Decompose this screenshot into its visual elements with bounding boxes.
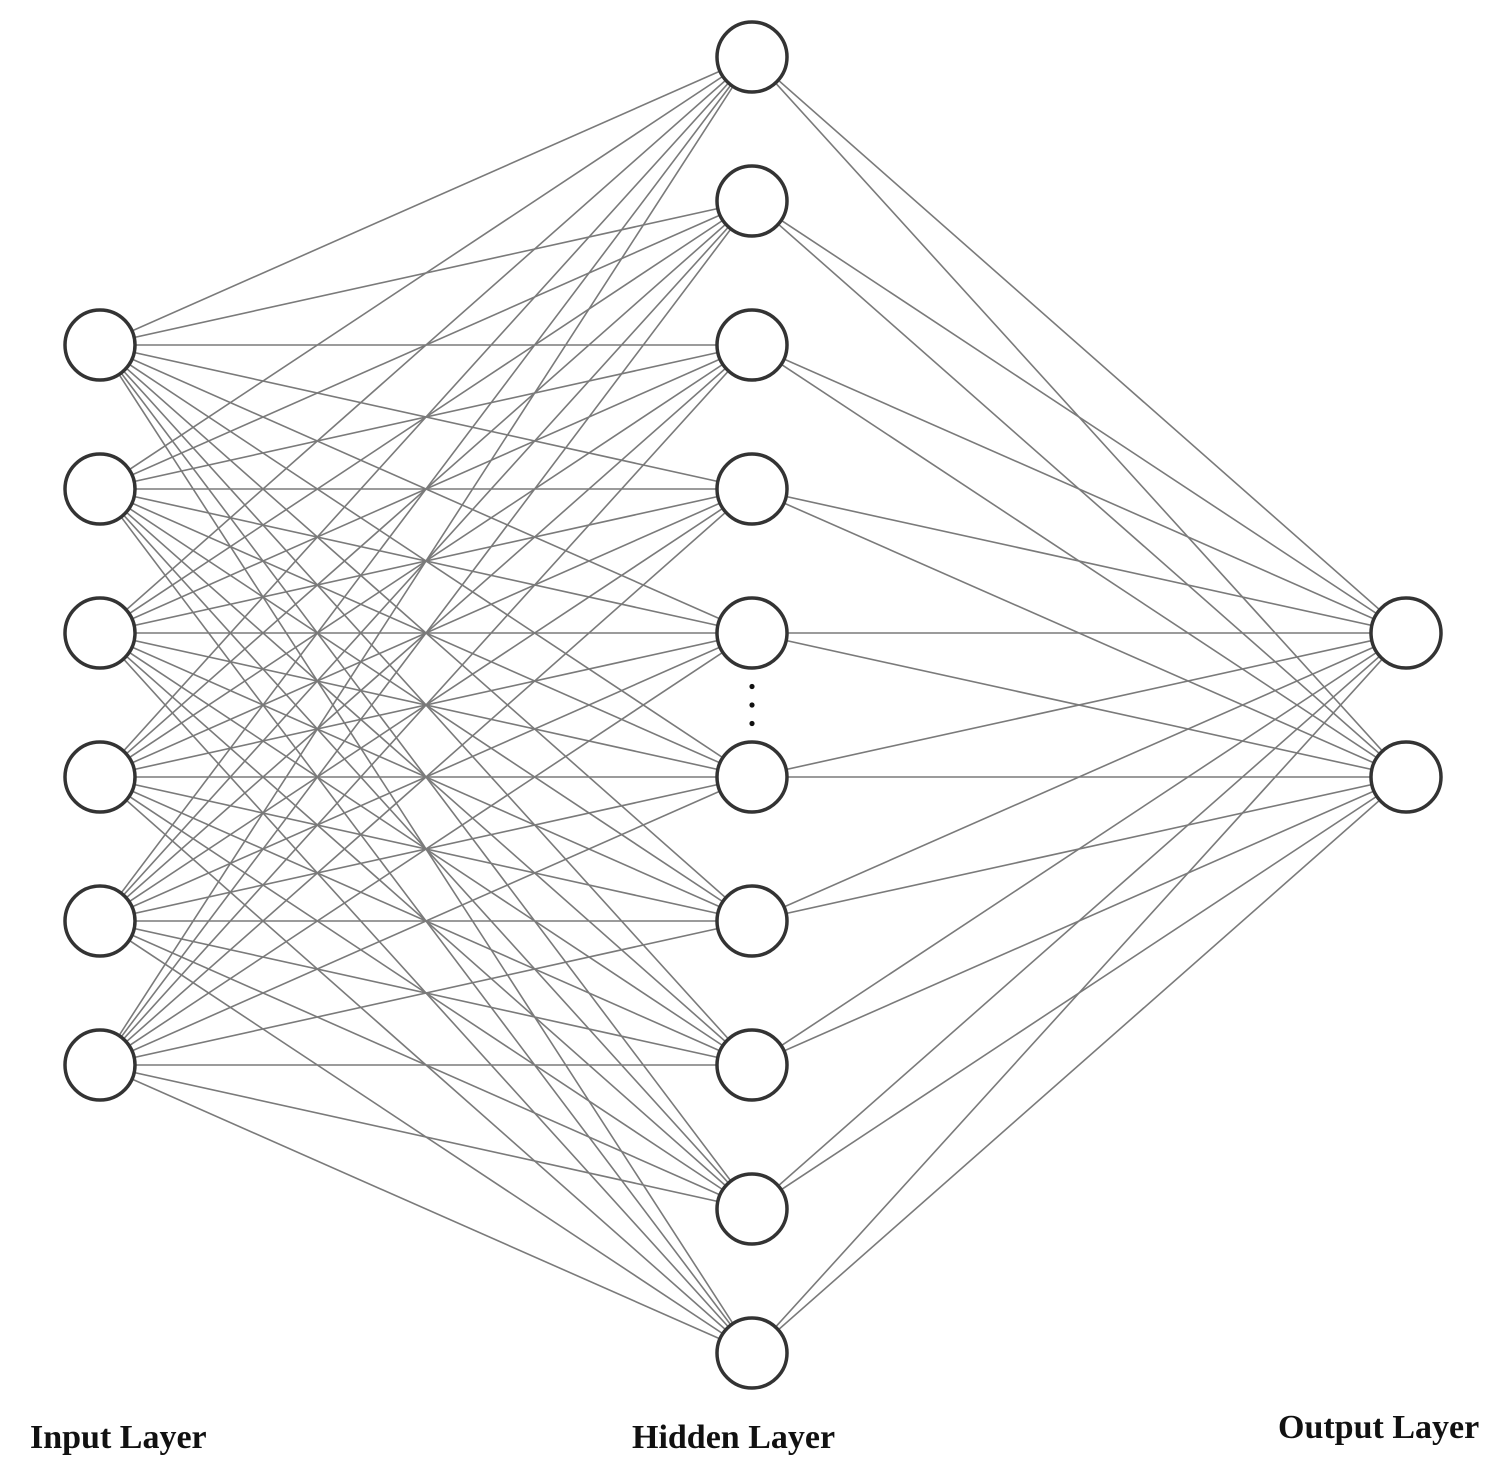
edge-input-6-hidden-3 bbox=[99, 344, 753, 1066]
connections bbox=[99, 56, 1407, 1354]
edge-input-6-hidden-7 bbox=[99, 920, 753, 1066]
hidden-neuron-8 bbox=[715, 1028, 789, 1102]
edge-hidden-9-output-1 bbox=[751, 632, 1407, 1210]
edge-hidden-4-output-1 bbox=[751, 488, 1407, 634]
input-neuron-6 bbox=[63, 1028, 137, 1102]
hidden-layer-ellipsis bbox=[749, 683, 755, 727]
hidden-neuron-6 bbox=[715, 740, 789, 814]
edge-input-6-hidden-4 bbox=[99, 488, 753, 1066]
edge-hidden-8-output-1 bbox=[751, 632, 1407, 1066]
edge-input-6-hidden-10 bbox=[99, 1064, 753, 1354]
edge-hidden-1-output-1 bbox=[751, 56, 1407, 634]
edge-hidden-3-output-1 bbox=[751, 344, 1407, 634]
hidden-layer-label: Hidden Layer bbox=[632, 1419, 835, 1456]
edge-input-2-hidden-1 bbox=[99, 56, 753, 490]
edge-input-6-hidden-2 bbox=[99, 200, 753, 1066]
edge-input-6-hidden-5 bbox=[99, 632, 753, 1066]
hidden-neuron-10 bbox=[715, 1316, 789, 1390]
input-neuron-3 bbox=[63, 596, 137, 670]
edge-input-3-hidden-1 bbox=[99, 56, 753, 634]
input-neuron-5 bbox=[63, 884, 137, 958]
edge-hidden-7-output-1 bbox=[751, 632, 1407, 922]
input-layer-label: Input Layer bbox=[30, 1419, 207, 1456]
output-neuron-1 bbox=[1369, 596, 1443, 670]
neurons bbox=[63, 20, 1443, 1390]
edge-input-1-hidden-1 bbox=[99, 56, 753, 346]
input-neuron-2 bbox=[63, 452, 137, 526]
hidden-neuron-4 bbox=[715, 452, 789, 526]
ellipsis-dot-1 bbox=[749, 683, 755, 690]
hidden-neuron-5 bbox=[715, 596, 789, 670]
edge-hidden-10-output-2 bbox=[751, 776, 1407, 1354]
hidden-neuron-9 bbox=[715, 1172, 789, 1246]
input-neuron-4 bbox=[63, 740, 137, 814]
edge-input-6-hidden-1 bbox=[99, 56, 753, 1066]
hidden-neuron-3 bbox=[715, 308, 789, 382]
ellipsis-dot-2 bbox=[749, 702, 755, 708]
edge-input-6-hidden-6 bbox=[99, 776, 753, 1066]
output-layer-label: Output Layer bbox=[1278, 1409, 1479, 1446]
edge-hidden-6-output-1 bbox=[751, 632, 1407, 778]
edge-input-6-hidden-9 bbox=[99, 1064, 753, 1210]
edge-hidden-2-output-1 bbox=[751, 200, 1407, 634]
hidden-neuron-2 bbox=[715, 164, 789, 238]
hidden-neuron-1 bbox=[715, 20, 789, 94]
ellipsis-dot-3 bbox=[749, 720, 755, 727]
output-neuron-2 bbox=[1369, 740, 1443, 814]
edge-input-4-hidden-1 bbox=[99, 56, 753, 778]
edge-hidden-10-output-1 bbox=[751, 632, 1407, 1354]
hidden-neuron-7 bbox=[715, 884, 789, 958]
input-neuron-1 bbox=[63, 308, 137, 382]
edge-input-5-hidden-1 bbox=[99, 56, 753, 922]
